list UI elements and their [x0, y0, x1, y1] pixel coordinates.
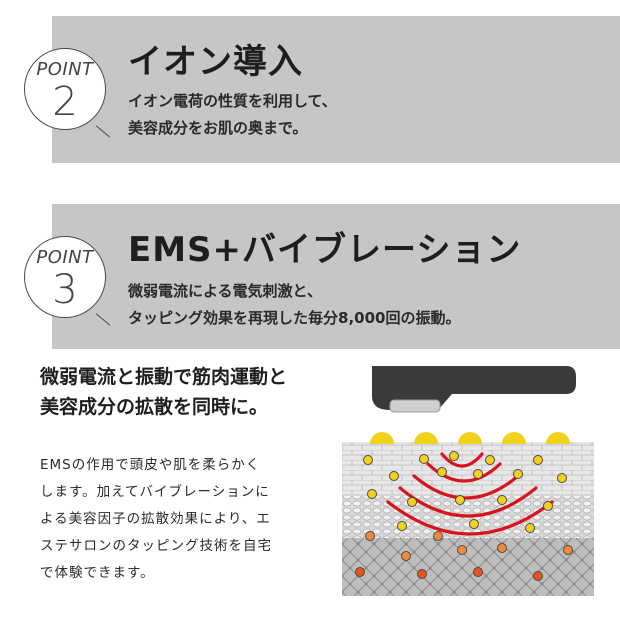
point2-description-line: イオン電荷の性質を利用して、 [128, 92, 337, 110]
point3-badge-number: 3 [52, 267, 78, 313]
detail-body-line: します。加えてバイブレーションに [40, 484, 270, 500]
surface-particles [370, 432, 570, 444]
point2-title: イオン導入 [128, 42, 303, 82]
point2-panel [52, 16, 620, 163]
point3-badge: POINT 3 [24, 236, 106, 318]
detail-body-line: EMSの作用で頭皮や肌を柔らかく [40, 457, 261, 473]
point2-description-line: 美容成分をお肌の奥まで。 [128, 119, 308, 137]
point3-badge-word: POINT [36, 247, 94, 268]
point3-description-line: タッピング効果を再現した毎分8,000回の振動。 [128, 309, 461, 327]
point2-badge-number: 2 [52, 79, 78, 125]
point3-description-line: 微弱電流による電気刺激と、 [128, 282, 322, 300]
skin-deep-layer [342, 538, 594, 596]
point3-panel [52, 204, 620, 349]
point2-description: イオン電荷の性質を利用して、 美容成分をお肌の奥まで。 [128, 88, 337, 142]
point2-badge-word: POINT [36, 59, 94, 80]
detail-heading-line: 微弱電流と振動で筋肉運動と [40, 366, 288, 388]
device-head [372, 366, 576, 413]
detail-heading: 微弱電流と振動で筋肉運動と 美容成分の拡散を同時に。 [40, 362, 287, 422]
point2-badge: POINT 2 [24, 48, 106, 130]
detail-body-line: よる美容因子の拡散効果により、エ [40, 511, 271, 527]
detail-body: EMSの作用で頭皮や肌を柔らかく します。加えてバイブレーションに よる美容因子… [40, 452, 272, 587]
point3-title: EMS+バイブレーション [128, 230, 522, 270]
detail-body-line: ステサロンのタッピング技術を自宅 [40, 538, 272, 554]
detail-heading-line: 美容成分の拡散を同時に。 [40, 396, 269, 418]
skin-surface-layer [342, 442, 594, 496]
beauty-particles [355, 451, 573, 581]
ems-illustration [342, 366, 594, 596]
point3-description: 微弱電流による電気刺激と、 タッピング効果を再現した毎分8,000回の振動。 [128, 278, 460, 332]
detail-body-line: で体験できます。 [40, 565, 155, 581]
